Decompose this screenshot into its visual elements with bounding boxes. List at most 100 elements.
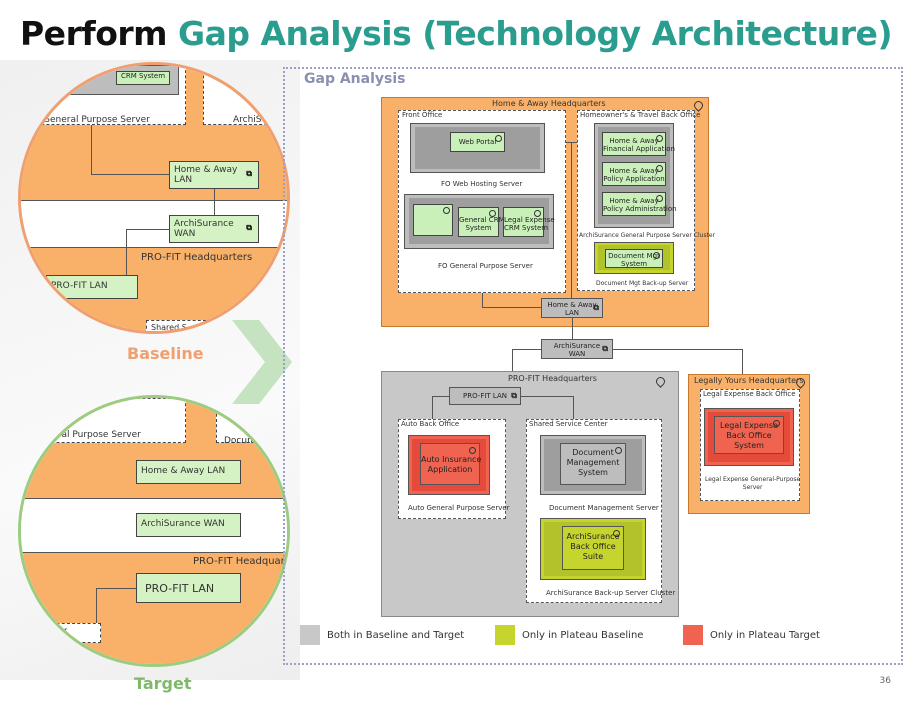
link-wan-left	[512, 349, 541, 350]
component-icon	[469, 447, 476, 454]
doc-mgmt-app-ha: Document Mgt System	[605, 249, 663, 268]
policy-app-label: Home & Away Policy Application	[603, 167, 665, 183]
target-label: Target	[134, 674, 192, 693]
front-office-label: Front Office	[402, 111, 443, 119]
legend-label-both: Both in Baseline and Target	[327, 630, 465, 641]
web-portal-app: Web Portal	[450, 132, 505, 152]
fo-gp-server-label: FO General Purpose Server	[438, 262, 533, 270]
component-icon	[656, 165, 663, 172]
auto-back-office-label: Auto Back Office	[401, 420, 460, 428]
doc-backup-label: Document Mgt Back-up Server	[596, 280, 689, 287]
baseline-crm-label: CRM System	[120, 72, 166, 80]
link-wan-down	[512, 349, 513, 371]
target-link-1	[96, 588, 136, 589]
financial-app-label: Home & Away Financial Application	[603, 137, 675, 153]
network-icon: ⧉	[246, 169, 252, 178]
baseline-link-1	[91, 125, 92, 175]
shared-center-label: Shared Service Center	[529, 420, 608, 428]
baseline-zoom-content: CRM System General Purpose Server ArchiS…	[21, 65, 287, 332]
policy-admin-label: Home & Away Policy Administration	[603, 197, 677, 213]
target-ha-lan: Home & Away LAN	[136, 460, 241, 484]
ly-back-office-label: Legal Expense Back Office	[703, 390, 796, 398]
profit-hq-label: PRO-FIT Headquarters	[508, 374, 597, 383]
archisurance-wan-node: ArchiSurance WAN⧉	[541, 339, 613, 359]
baseline-link-4	[126, 229, 169, 230]
ly-app: Legal Expense Back Office System	[714, 416, 784, 454]
target-wan: ArchiSurance WAN	[136, 513, 241, 537]
network-icon: ⧉	[511, 391, 517, 400]
link-profit-lan-ssc	[573, 396, 574, 420]
component-icon	[534, 210, 541, 217]
target-center-box: enter	[41, 623, 101, 643]
baseline-crm-app: CRM System	[116, 71, 170, 85]
fo-web-server-label: FO Web Hosting Server	[441, 180, 523, 188]
backup-cluster-label: ArchiSurance Back-up Server Cluster	[546, 589, 676, 597]
profit-lan-label: PRO-FIT LAN	[463, 392, 507, 400]
link-fo-lan-h	[482, 307, 542, 308]
target-profit-lan-label: PRO-FIT LAN	[145, 582, 215, 595]
target-wan-label: ArchiSurance WAN	[141, 519, 225, 529]
baseline-shared-box: Shared S	[146, 320, 206, 332]
doc-server-label: Document Management Server	[549, 504, 659, 512]
baseline-shared-label: Shared S	[151, 323, 187, 332]
auto-app-label: Auto Insurance Application	[421, 455, 482, 474]
target-docum-label: Docum	[224, 436, 256, 446]
policy-app: Home & Away Policy Application	[602, 162, 666, 186]
target-zoom-circle: eneral Purpose Server Docum Home & Away …	[18, 395, 290, 667]
component-icon	[613, 530, 620, 537]
baseline-profit-hq-label: PRO-FIT Headquarters	[141, 252, 253, 263]
baseline-zoom-circle: CRM System General Purpose Server ArchiS…	[18, 62, 290, 334]
ha-lan-label: Home & Away LAN	[547, 301, 597, 317]
target-gp-server-box	[21, 398, 186, 443]
fo-blank-app	[413, 204, 453, 236]
gp-cluster-label: ArchiSurance General Purpose Server Clus…	[579, 232, 716, 239]
wan-label: ArchiSurance WAN	[553, 342, 601, 358]
link-profit-lan-abo	[432, 396, 433, 420]
link-wan-right	[613, 349, 743, 350]
link-bo-lan	[571, 142, 572, 299]
link-wan-ly	[742, 349, 743, 374]
baseline-wan-label: ArchiSurance WAN	[174, 219, 234, 239]
general-crm-app: General CRM System	[458, 207, 505, 237]
baseline-archisu-label: ArchiSu	[233, 115, 268, 125]
doc-mgmt-app: Document Management System	[560, 443, 626, 485]
baseline-ha-lan-label: Home & Away LAN	[174, 165, 238, 185]
component-icon	[653, 252, 660, 259]
component-icon	[615, 447, 622, 454]
network-icon: ⧉	[593, 303, 599, 312]
component-icon	[495, 135, 502, 142]
ly-hq-label: Legally Yours Headquarters	[694, 376, 804, 385]
target-docum-box	[216, 398, 287, 443]
gap-analysis-frame	[283, 67, 903, 665]
back-office-label: Homeowner's & Travel Back Office	[580, 111, 701, 119]
baseline-link-2	[91, 174, 171, 175]
back-office-suite-app: ArchiSurance Back Office Suite	[562, 526, 624, 570]
page-title: Perform Gap Analysis (Technology Archite…	[20, 14, 893, 53]
legal-crm-label: Legal Expense CRM System	[504, 216, 555, 232]
web-portal-label: Web Portal	[458, 138, 497, 146]
target-gp-server-label: eneral Purpose Server	[41, 430, 141, 440]
baseline-ha-lan: Home & Away LAN ⧉	[169, 161, 259, 189]
title-part1: Perform	[20, 14, 179, 53]
network-icon: ⧉	[246, 223, 252, 232]
target-center-label: enter	[46, 626, 68, 635]
component-icon	[773, 420, 780, 427]
link-profit-lan-right	[521, 396, 573, 397]
ha-hq-label: Home & Away Headquarters	[492, 99, 606, 108]
baseline-wan: ArchiSurance WAN ⧉	[169, 215, 259, 243]
network-icon: ⧉	[602, 344, 608, 353]
baseline-link-3	[214, 189, 215, 217]
legal-crm-app: Legal Expense CRM System	[503, 207, 555, 237]
auto-app: Auto Insurance Application	[420, 443, 482, 485]
target-profit-hq	[21, 553, 287, 664]
target-zoom-content: eneral Purpose Server Docum Home & Away …	[21, 398, 289, 664]
component-icon	[489, 210, 496, 217]
target-link-2	[96, 588, 97, 638]
legend-label-target: Only in Plateau Target	[710, 630, 820, 641]
component-icon	[656, 135, 663, 142]
ly-app-label: Legal Expense Back Office System	[720, 421, 778, 450]
title-part2: Gap Analysis (Technology Architecture)	[178, 14, 893, 53]
target-profit-hq-label: PRO-FIT Headquart	[193, 556, 289, 567]
baseline-label: Baseline	[127, 344, 204, 363]
baseline-profit-lan-label: PRO-FIT LAN	[51, 281, 108, 291]
